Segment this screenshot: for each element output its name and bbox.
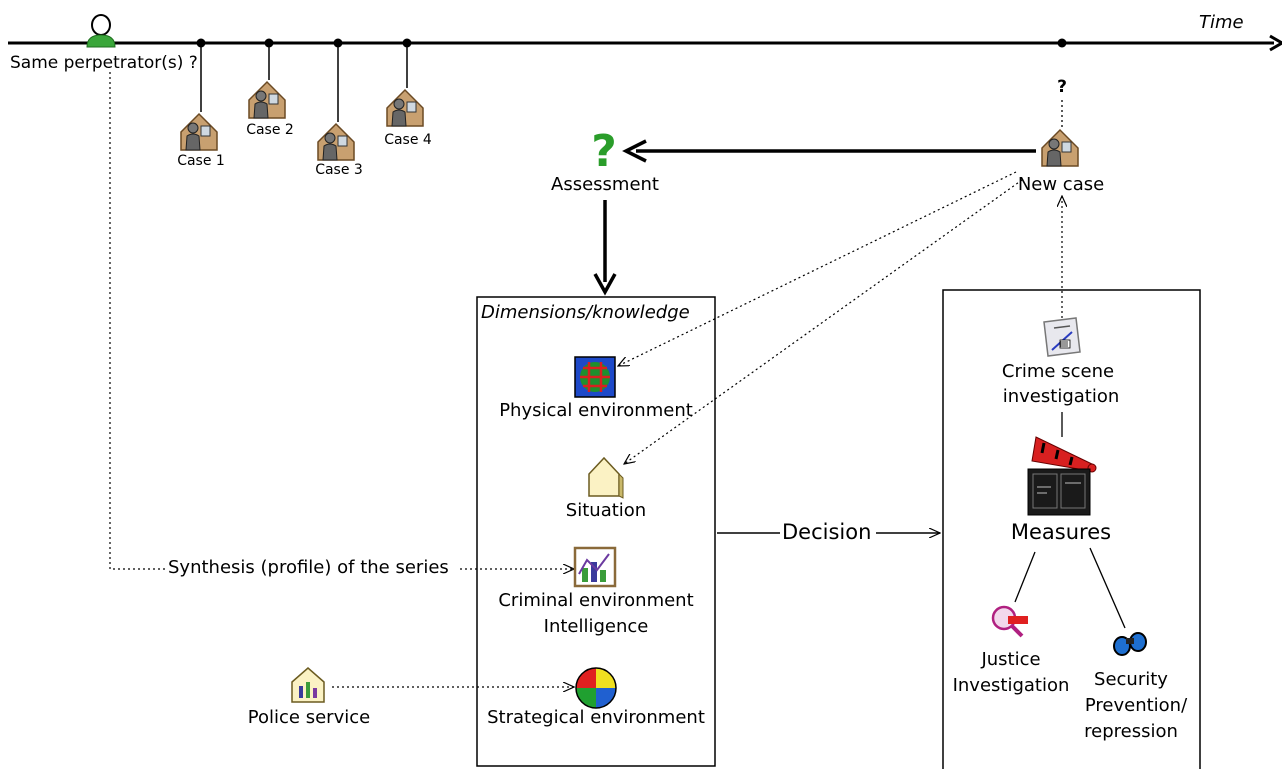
intelligence-label: Intelligence — [543, 616, 649, 637]
case-3-label: Case 3 — [315, 162, 363, 178]
case-4-label: Case 4 — [384, 132, 432, 148]
color-pie-icon — [575, 667, 617, 709]
security-label: Security — [1094, 669, 1168, 690]
strategical-environment-label: Strategical environment — [487, 707, 705, 728]
measures-to-justice-line — [1014, 551, 1036, 603]
timeline-arrowhead — [1269, 34, 1282, 52]
repression-label: repression — [1084, 721, 1178, 742]
knowledge-box — [476, 296, 716, 767]
case-ticks — [196, 38, 1067, 122]
justice-label: Justice — [981, 649, 1041, 670]
binoculars-icon — [1113, 632, 1147, 656]
measures-label: Measures — [1010, 520, 1112, 544]
new-case-to-physical-arrow — [618, 171, 1017, 366]
decision-label: Decision — [782, 520, 872, 544]
globe-grid-icon — [574, 356, 616, 398]
knowledge-box-title: Dimensions/knowledge — [481, 302, 690, 323]
person-icon — [86, 14, 116, 48]
case-2-label: Case 2 — [246, 122, 294, 138]
burglar-icon — [317, 122, 355, 161]
perpetrator-synthesis-line — [109, 72, 166, 570]
burglar-icon — [386, 88, 424, 127]
prevention-label: Prevention/ — [1084, 695, 1188, 716]
measures-to-security-line — [1089, 547, 1126, 629]
future-case-marker: ? — [1057, 77, 1067, 97]
measures-box — [942, 289, 1201, 769]
police-building-icon — [291, 667, 325, 703]
perpetrator-label: Same perpetrator(s) ? — [10, 53, 198, 73]
question-mark-icon: ? — [591, 126, 617, 177]
burglar-icon — [180, 112, 218, 151]
new-case-to-situation-arrow — [624, 179, 1023, 464]
clapperboard-icon — [1027, 436, 1097, 516]
burglar-icon — [248, 80, 286, 119]
time-axis-label: Time — [1199, 12, 1244, 33]
new-case-label: New case — [1017, 174, 1105, 195]
magnifier-search-icon — [991, 605, 1028, 638]
chart-frame-icon — [573, 546, 617, 588]
justice-investigation-label: Investigation — [952, 675, 1070, 696]
physical-environment-label: Physical environment — [499, 400, 693, 421]
new-case-burglar-icon — [1041, 128, 1079, 167]
assessment-label: Assessment — [551, 174, 659, 195]
house-icon — [588, 456, 624, 499]
investigation-label: investigation — [1002, 386, 1120, 407]
crime-scene-label: Crime scene — [1001, 361, 1115, 382]
case-1-label: Case 1 — [177, 153, 225, 169]
police-service-label: Police service — [247, 707, 371, 728]
synthesis-label: Synthesis (profile) of the series — [168, 557, 449, 580]
evidence-bag-icon — [1043, 317, 1081, 357]
situation-label: Situation — [565, 500, 647, 521]
criminal-environment-label: Criminal environment — [498, 590, 694, 611]
